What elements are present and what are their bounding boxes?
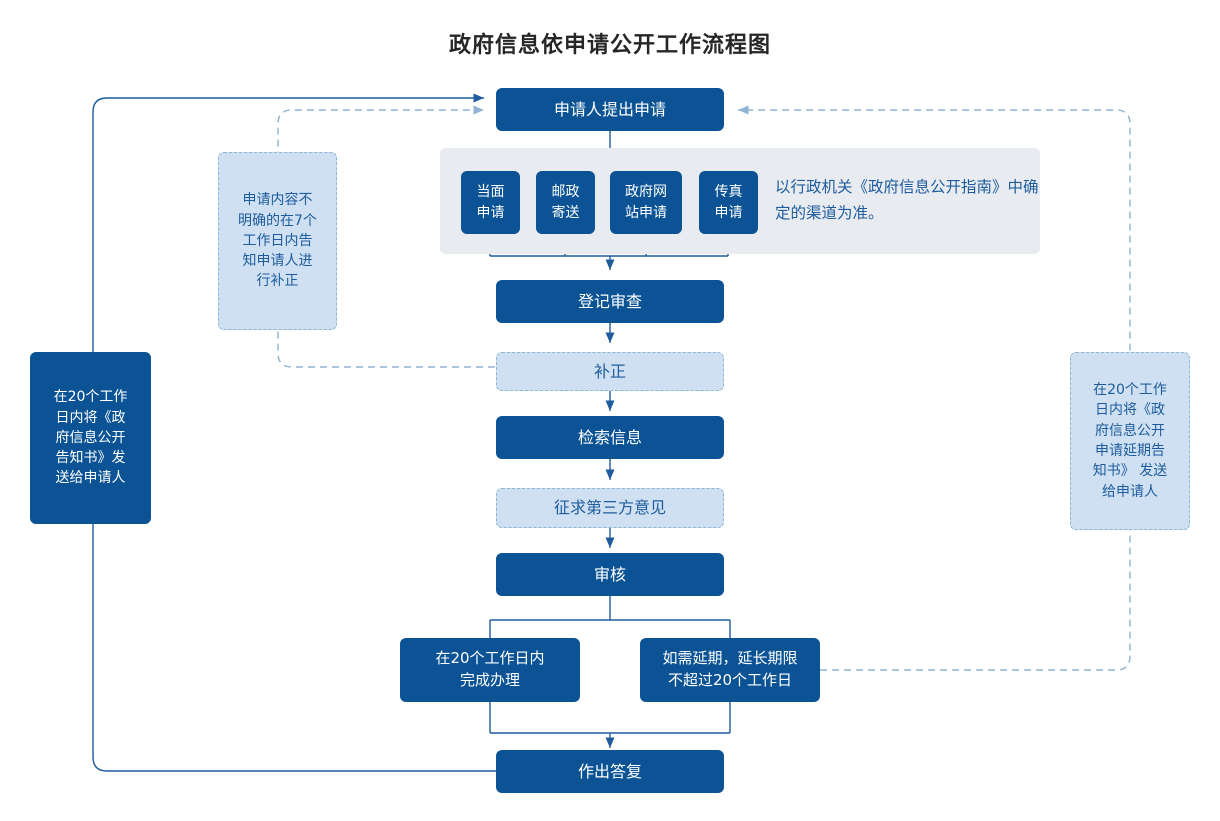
node-channel-fax-label: 传真 申请 <box>714 184 743 221</box>
note-left-disclosure-notice[interactable]: 在20个工作 日内将《政 府信息公开 告知书》发 送给申请人 <box>30 352 151 524</box>
node-start-label: 申请人提出申请 <box>553 99 666 119</box>
node-correction[interactable]: 补正 <box>496 352 724 391</box>
page-title: 政府信息依申请公开工作流程图 <box>448 33 771 58</box>
note-right-extension-notice-label: 在20个工作 日内将《政 府信息公开 申请延期告 知书》 发送 给申请人 <box>1092 382 1168 500</box>
node-extension[interactable]: 如需延期，延长期限 不超过20个工作日 <box>640 638 820 702</box>
node-complete-within-20-days-label: 在20个工作日内 完成办理 <box>435 649 545 689</box>
node-review[interactable]: 审核 <box>496 553 724 596</box>
node-channel-website[interactable]: 政府网 站申请 <box>610 171 682 234</box>
note-correction-instruction[interactable]: 申请内容不 明确的在7个 工作日内告 知申请人进 行补正 <box>218 152 337 330</box>
node-start[interactable]: 申请人提出申请 <box>496 88 724 131</box>
node-review-label: 审核 <box>593 564 626 584</box>
note-left-disclosure-notice-label: 在20个工作 日内将《政 府信息公开 告知书》发 送给申请人 <box>53 389 128 487</box>
node-search-information-label: 检索信息 <box>577 427 642 447</box>
node-reply-label: 作出答复 <box>577 761 642 781</box>
node-correction-label: 补正 <box>593 361 626 381</box>
node-extension-label: 如需延期，延长期限 不超过20个工作日 <box>662 649 798 689</box>
node-third-party-opinion-label: 征求第三方意见 <box>553 498 666 518</box>
node-third-party-opinion[interactable]: 征求第三方意见 <box>496 488 724 528</box>
node-channel-fax[interactable]: 传真 申请 <box>699 171 758 234</box>
node-search-information[interactable]: 检索信息 <box>496 416 724 459</box>
node-reply[interactable]: 作出答复 <box>496 750 724 793</box>
node-channel-in-person-label: 当面 申请 <box>476 184 505 221</box>
channels-panel-note: 以行政机关《政府信息公开指南》中确定的渠道为准。 <box>775 178 1039 222</box>
node-channel-postal[interactable]: 邮政 寄送 <box>536 171 595 234</box>
node-channel-website-label: 政府网 站申请 <box>625 184 667 221</box>
note-right-extension-notice[interactable]: 在20个工作 日内将《政 府信息公开 申请延期告 知书》 发送 给申请人 <box>1070 352 1190 530</box>
node-channel-postal-label: 邮政 寄送 <box>551 184 580 221</box>
node-complete-within-20-days[interactable]: 在20个工作日内 完成办理 <box>400 638 580 702</box>
note-correction-instruction-label: 申请内容不 明确的在7个 工作日内告 知申请人进 行补正 <box>238 192 317 290</box>
node-channel-in-person[interactable]: 当面 申请 <box>461 171 520 234</box>
node-registration-review-label: 登记审查 <box>577 291 642 311</box>
node-registration-review[interactable]: 登记审查 <box>496 280 724 323</box>
